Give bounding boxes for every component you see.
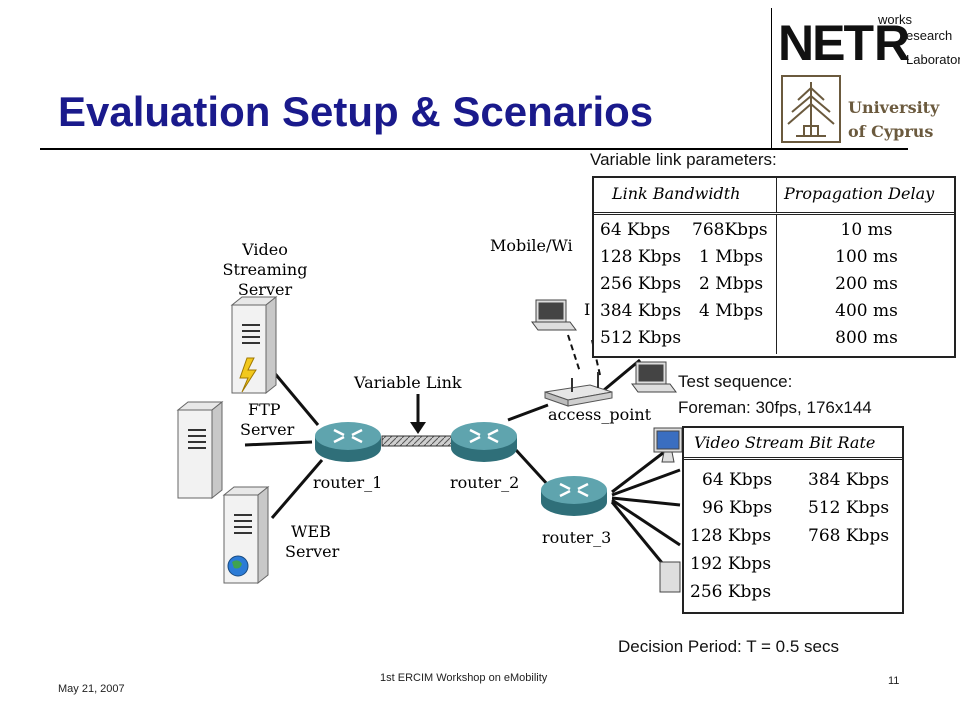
- table-cell: 1 Mbps: [699, 246, 764, 267]
- university-name-line1: University: [848, 98, 940, 117]
- link-params-caption: Variable link parameters:: [590, 150, 777, 169]
- logo-divider: [771, 8, 772, 150]
- test-sequence-value: Foreman: 30fps, 176x144: [678, 398, 872, 417]
- table-cell: 100 ms: [835, 246, 898, 267]
- video-server-icon: [231, 296, 277, 394]
- table-cell: 128 Kbps: [600, 246, 682, 267]
- ftp-server-label-line: Server: [240, 420, 295, 439]
- table-cell: 128 Kbps: [690, 526, 772, 546]
- table-row: 96 Kbps 512 Kbps: [684, 494, 902, 522]
- table-cell: 384 Kbps: [808, 470, 890, 490]
- table-cell: 2 Mbps: [699, 273, 764, 294]
- title-underline: [40, 148, 908, 150]
- table-cell: 64 Kbps: [600, 219, 671, 240]
- table-cell: 4 Mbps: [699, 300, 764, 321]
- web-server-label-line: WEB: [291, 522, 331, 541]
- table-row: 192 Kbps: [684, 550, 902, 578]
- link-params-table: Link Bandwidth Propagation Delay 64 Kbps…: [592, 176, 956, 358]
- netrl-logo-r: R: [874, 15, 911, 71]
- table-row: 64 Kbps 768Kbps 10 ms: [594, 216, 954, 243]
- table-row: 512 Kbps 800 ms: [594, 324, 954, 351]
- link-bandwidth-header: Link Bandwidth: [612, 184, 741, 203]
- netrl-logo-laboratory: Laboratory: [906, 52, 960, 67]
- table-cell: [807, 578, 902, 606]
- table-cell: 400 ms: [835, 300, 898, 321]
- netrl-logo-research: esearch: [906, 28, 953, 43]
- header-column-divider: [776, 178, 777, 212]
- university-name-line2: of Cyprus: [848, 122, 934, 141]
- table-cell: 512 Kbps: [600, 327, 682, 348]
- router-2-label: router_2: [450, 473, 520, 492]
- table-cell: 200 ms: [835, 273, 898, 294]
- university-emblem-icon: [781, 75, 841, 143]
- laptop-icon: [531, 299, 577, 331]
- mobile-label: Mobile/Wi: [490, 236, 573, 255]
- video-server-label-line: Server: [237, 280, 293, 299]
- table-cell: 96 Kbps: [702, 498, 773, 518]
- access-point-icon: [544, 372, 613, 407]
- decision-period-text: Decision Period: T = 0.5 secs: [618, 637, 839, 656]
- web-server-label-line: Server: [285, 542, 340, 561]
- table-row: 128 Kbps 1 Mbps 100 ms: [594, 243, 954, 270]
- table-row: 128 Kbps 768 Kbps: [684, 522, 902, 550]
- video-server-label-line: Video: [242, 240, 288, 259]
- ftp-server-label: FTP Server: [240, 400, 294, 440]
- netrl-logo-works: works: [878, 12, 912, 27]
- bitrate-table: Video Stream Bit Rate 64 Kbps 384 Kbps 9…: [682, 426, 904, 614]
- table-cell: 768 Kbps: [808, 526, 890, 546]
- table-cell: [691, 324, 779, 351]
- video-server-label-line: Streaming: [222, 260, 308, 279]
- table-cell: 256 Kbps: [690, 582, 772, 602]
- laptop-icon: [631, 361, 677, 393]
- table-cell: 384 Kbps: [600, 300, 682, 321]
- netrl-logo: NET R works esearch Laboratory: [778, 12, 960, 74]
- router-1-label: router_1: [313, 473, 383, 492]
- page-number: 11: [888, 675, 900, 687]
- table-cell: 512 Kbps: [808, 498, 890, 518]
- footer-date: May 21, 2007: [58, 683, 125, 695]
- slide-title: Evaluation Setup & Scenarios: [58, 88, 654, 135]
- ftp-server-label-line: FTP: [248, 400, 281, 419]
- web-server-label: WEB Server: [285, 522, 339, 562]
- video-server-label: Video Streaming Server: [205, 240, 325, 300]
- variable-link-label: Variable Link: [354, 373, 462, 392]
- router-3-label: router_3: [542, 528, 612, 547]
- laptop-label-fragment: I: [584, 300, 591, 319]
- link-params-body: 64 Kbps 768Kbps 10 ms 128 Kbps 1 Mbps 10…: [594, 216, 954, 351]
- table-cell: [807, 550, 902, 578]
- table-cell: 64 Kbps: [702, 470, 773, 490]
- test-sequence-label: Test sequence:: [678, 372, 793, 391]
- link-params-header: Link Bandwidth Propagation Delay: [594, 178, 954, 215]
- netrl-logo-net: NET: [778, 15, 874, 71]
- table-row: 384 Kbps 4 Mbps 400 ms: [594, 297, 954, 324]
- table-row: 256 Kbps 2 Mbps 200 ms: [594, 270, 954, 297]
- table-row: 64 Kbps 384 Kbps: [684, 466, 902, 494]
- table-cell: 256 Kbps: [600, 273, 682, 294]
- footer-event: 1st ERCIM Workshop on eMobility: [380, 672, 548, 684]
- propagation-delay-header: Propagation Delay: [784, 184, 935, 203]
- desktop-client-icon: [653, 427, 683, 593]
- table-cell: 768Kbps: [692, 219, 768, 240]
- table-row: 256 Kbps: [684, 578, 902, 606]
- table-cell: 800 ms: [835, 327, 898, 348]
- access-point-label: access_point: [548, 405, 652, 424]
- bitrate-body: 64 Kbps 384 Kbps 96 Kbps 512 Kbps 128 Kb…: [684, 466, 902, 606]
- ftp-server-icon: [177, 401, 223, 499]
- bitrate-header: Video Stream Bit Rate: [684, 428, 902, 460]
- table-cell: 10 ms: [840, 219, 893, 240]
- table-cell: 192 Kbps: [690, 554, 772, 574]
- link-params-column-divider: [776, 214, 777, 354]
